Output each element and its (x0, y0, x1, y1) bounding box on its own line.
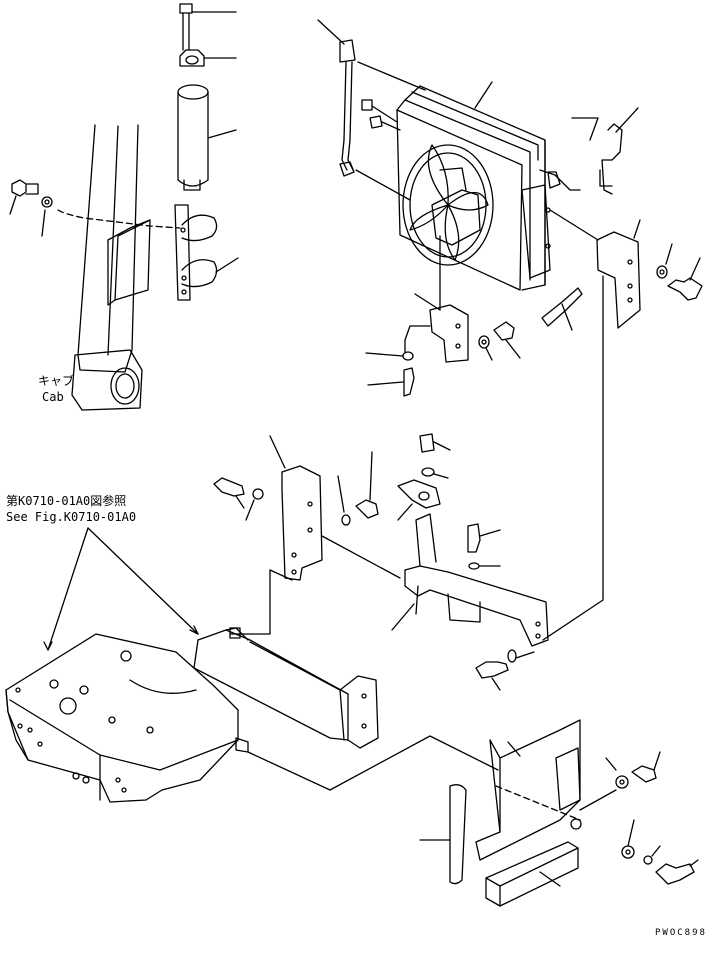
right-mount-bracket (542, 209, 703, 641)
cover-panel (475, 719, 699, 885)
support-beam (193, 627, 379, 749)
drawing-code: PWOC898 (655, 928, 707, 938)
receiver-drier-assembly (57, 3, 239, 301)
horizontal-cross-member (391, 513, 549, 691)
condenser-unit (317, 19, 639, 291)
seal-strip (419, 784, 467, 885)
center-clamp (397, 433, 451, 521)
reference-label-en: See Fig.K0710-01A0 (6, 510, 137, 524)
reference-label-ja: 第K0710-01A0図参照 (6, 494, 127, 508)
cab-label-en: Cab (42, 390, 64, 404)
cab-label-ja: キャブ (38, 374, 75, 388)
foam-block (485, 841, 579, 907)
base-frame (5, 633, 499, 803)
left-vertical-stay (213, 435, 401, 635)
fan-motor-bracket (365, 235, 583, 397)
pillar-bolt-washer (9, 179, 53, 237)
cab-pillar (71, 124, 151, 411)
reference-leaders (43, 527, 199, 651)
